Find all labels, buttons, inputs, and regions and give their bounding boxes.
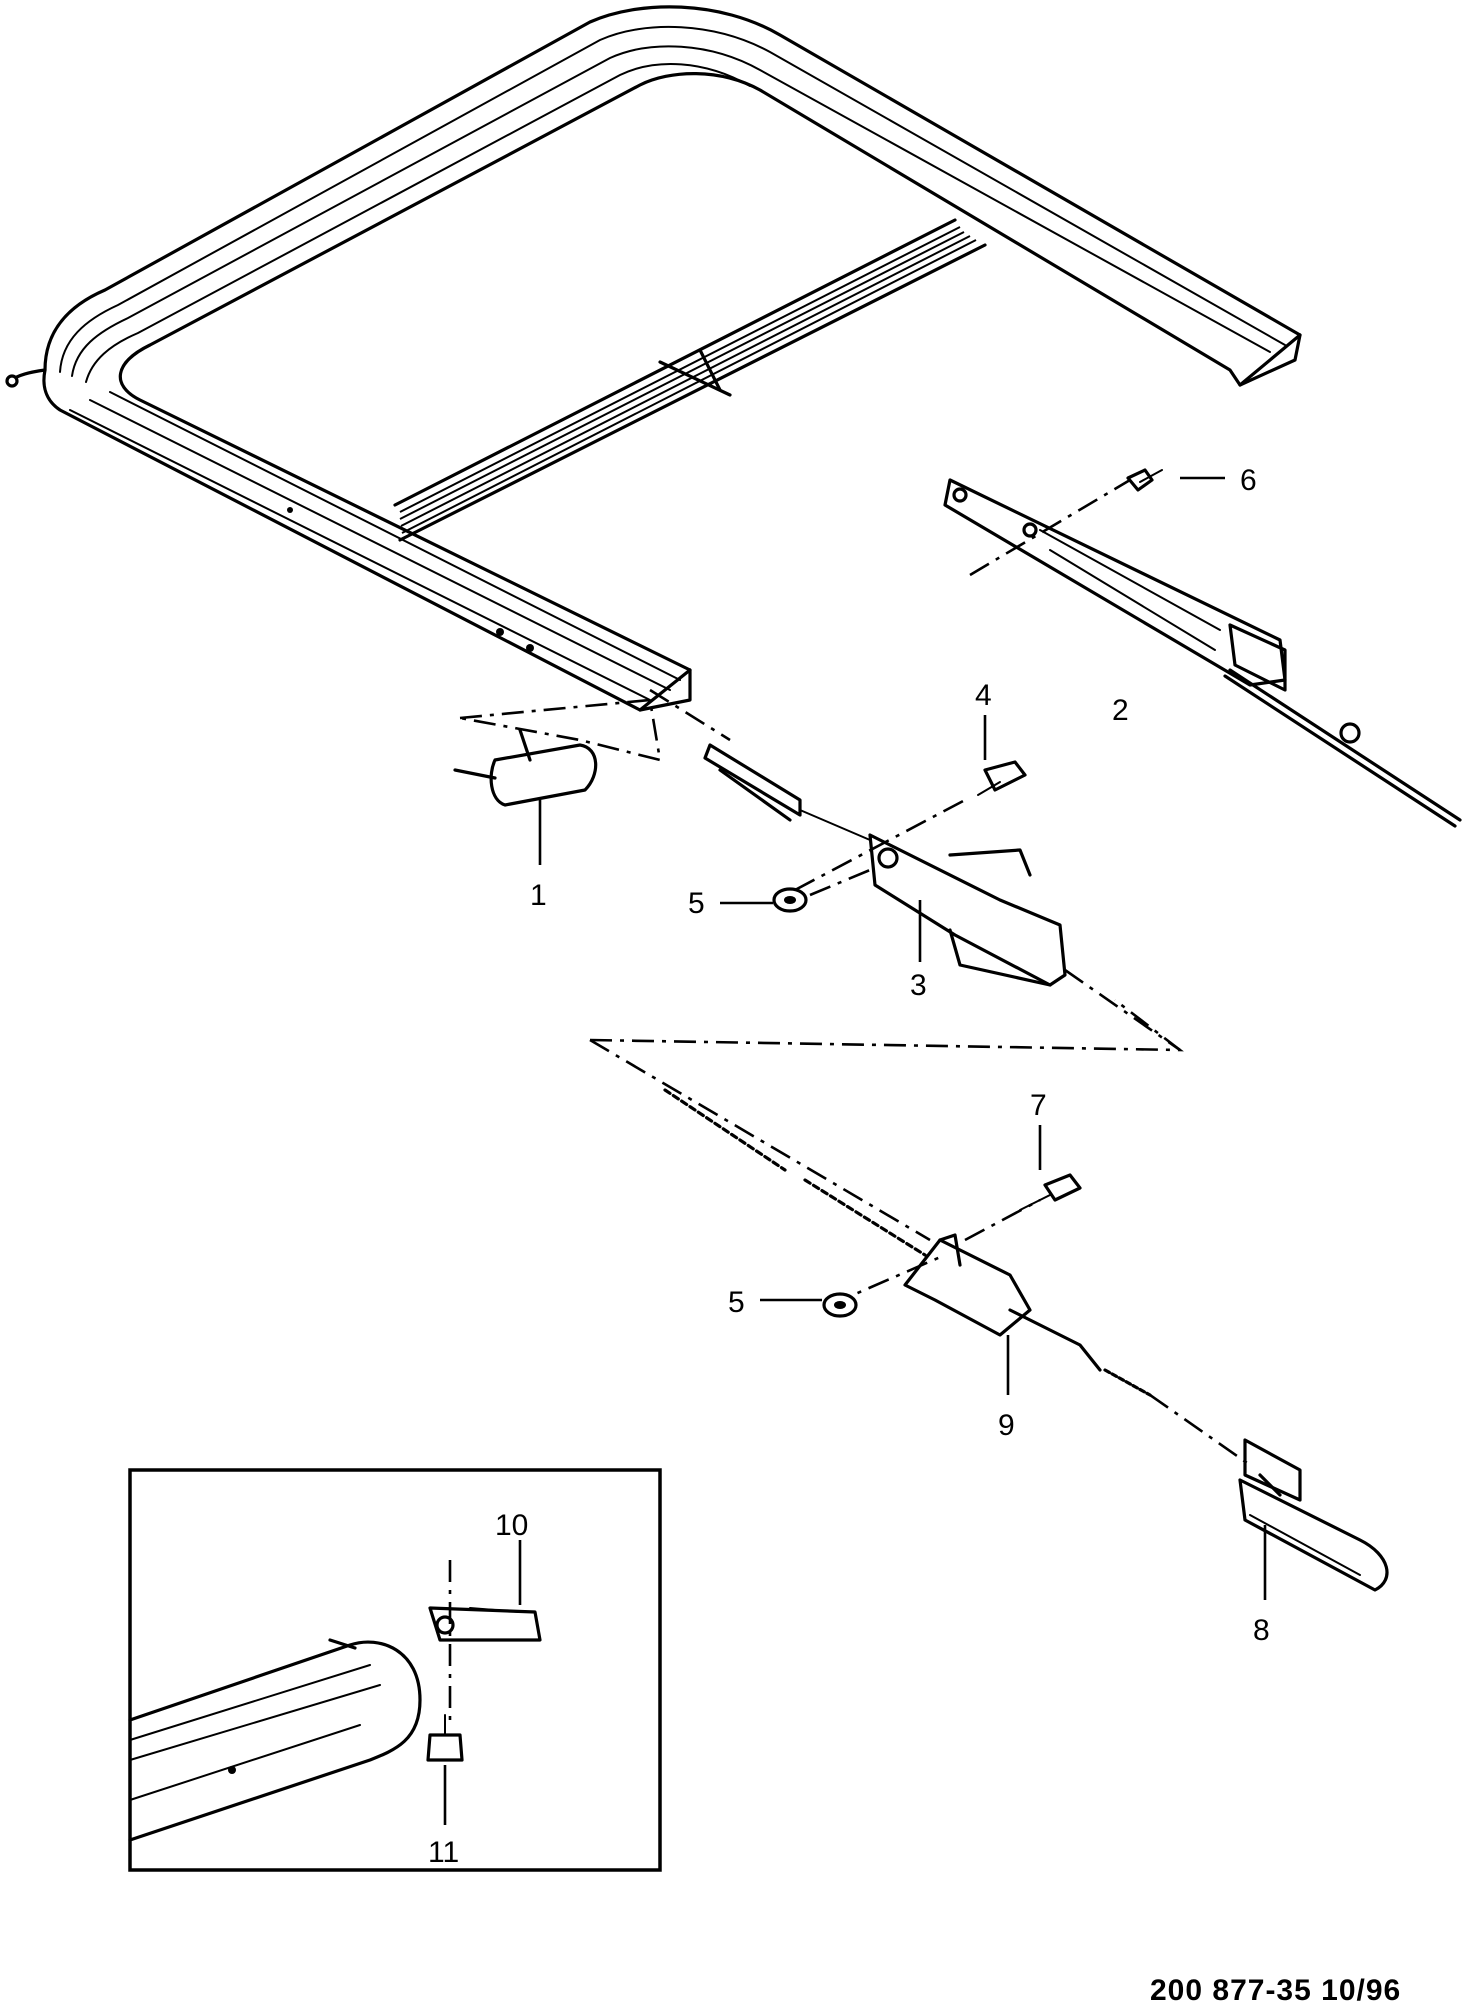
guide-block-1: [453, 698, 662, 807]
washer-5-lower: [822, 1292, 858, 1318]
washer-5-upper: [772, 887, 808, 913]
callout-1: 1: [530, 879, 547, 912]
callout-10: 10: [495, 1509, 528, 1542]
callout-2: 2: [1112, 694, 1129, 727]
screw-4: [977, 760, 1027, 796]
guide-bracket-upper: [943, 478, 1462, 828]
sunroof-frame: [5, 5, 1302, 712]
callout-3: 3: [910, 969, 927, 1002]
document-reference: 200 877-35 10/96: [1150, 1974, 1401, 2007]
slider-assembly-3: [703, 743, 1067, 987]
end-clamp-8: [1238, 1438, 1389, 1592]
callout-5-lower: 5: [728, 1286, 745, 1319]
callout-7: 7: [1030, 1089, 1047, 1122]
screw-6: [1126, 468, 1163, 492]
cable-drive: [663, 1088, 1152, 1397]
callout-8: 8: [1253, 1614, 1270, 1647]
callout-6: 6: [1240, 464, 1257, 497]
callout-9: 9: [998, 1409, 1015, 1442]
screw-7: [1019, 1173, 1082, 1211]
detail-inset-panel: [128, 1468, 662, 1872]
callout-4: 4: [975, 679, 992, 712]
hatched-cross-rail: [399, 226, 977, 534]
callout-11: 11: [428, 1836, 459, 1869]
callout-5-upper: 5: [688, 887, 705, 920]
slider-9: [903, 1233, 1102, 1372]
